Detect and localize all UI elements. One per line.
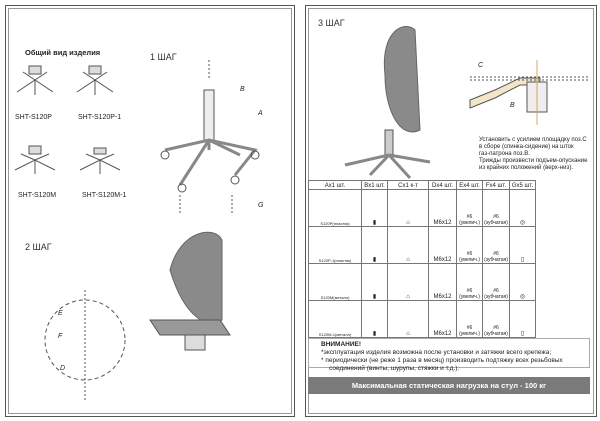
model-label: SHT-S120M [18, 192, 57, 199]
washer-cell: #6 (увелич.) [456, 189, 483, 227]
bolt-cell: M6x12 [428, 226, 457, 264]
step3-instruction: Установить с усилием площадку поз.С в сб… [479, 137, 587, 172]
washer-cell: #6 (увелич.) [456, 263, 483, 301]
instruction-line: Трижды произвести подъем-опускание [479, 158, 588, 164]
lock-washer-cell: #6 (зубчатая) [482, 263, 510, 301]
base-cell: S120M(металл) [308, 263, 362, 301]
part-label: F [58, 333, 63, 340]
col-header: Fx4 шт. [482, 180, 510, 190]
part-label: A [258, 110, 263, 117]
notice-line: соединений (винты, шурупы, стяжки и т.д.… [329, 365, 460, 372]
part-label: D [60, 365, 66, 372]
base-cell: S120P(пластик) [308, 189, 362, 227]
instruction-line: из крайних положений (верх-низ). [479, 165, 573, 171]
notice-box: ВНИМАНИЕ! *эксплуатация изделия возможна… [308, 338, 590, 372]
detail-circle [44, 299, 126, 381]
part-label: B [510, 102, 515, 109]
part-label: B [240, 86, 245, 93]
caster-cell: ◎ [509, 189, 536, 227]
base-cell: S120M-1(металл) [308, 300, 362, 338]
col-header: Gx5 шт. [509, 180, 536, 190]
notice-title: ВНИМАНИЕ! [321, 341, 362, 348]
lock-washer-cell: #6 (зубчатая) [482, 300, 510, 338]
washer-cell: #6 (увелич.) [456, 300, 483, 338]
step1-illustration [160, 60, 260, 215]
base-illustration [14, 145, 56, 174]
base-cell: S120P-1(пластик) [308, 226, 362, 264]
lock-washer-cell: #6 (зубчатая) [482, 226, 510, 264]
col-header: Ex4 шт. [456, 180, 483, 190]
mechanism-cell: ⌂ [387, 263, 429, 301]
step2-chair-illustration [149, 231, 231, 351]
overview-title: Общий вид изделия [25, 48, 101, 57]
col-header: Ax1 шт. [308, 180, 362, 190]
mechanism-cell: ⌂ [387, 226, 429, 264]
base-illustration [79, 147, 121, 174]
notice-line: * периодически (не реже 1 раза в месяц) … [321, 357, 563, 364]
step2-heading: 2 ШАГ [25, 242, 52, 252]
bolt-cell: M6x12 [428, 189, 457, 227]
instruction-line: газ-патрона поз.В. [479, 151, 530, 157]
base-illustration [76, 65, 114, 95]
mechanism-cell: ⌂ [387, 189, 429, 227]
part-label: E [58, 310, 63, 317]
col-header: Dx4 шт. [428, 180, 457, 190]
gas-lift-cell: ▮ [361, 300, 388, 338]
instruction-line: в сборе (спинка-сидение) на шток [479, 144, 574, 150]
gas-lift-detail [469, 60, 590, 125]
part-label: G [258, 202, 264, 209]
caster-cell: ◎ [509, 263, 536, 301]
model-label: SHT-S120M-1 [82, 192, 127, 199]
mechanism-cell: ⌂ [387, 300, 429, 338]
notice-line: *эксплуатация изделия возможна после уст… [321, 349, 552, 356]
instruction-line: Установить с усилием площадку поз.С [479, 137, 587, 143]
glide-cell: ▯ [509, 226, 536, 264]
left-page [5, 5, 295, 417]
base-illustration [16, 65, 54, 95]
max-load-banner: Максимальная статическая нагрузка на сту… [308, 377, 590, 394]
col-header: Cx1 к-т [387, 180, 429, 190]
step3-chair-illustration [344, 26, 431, 180]
step1-heading: 1 ШАГ [150, 52, 177, 62]
col-header: Bx1 шт. [361, 180, 388, 190]
table-row: S120P(пластик)▮⌂M6x12#6 (увелич.)#6 (зуб… [308, 189, 536, 227]
part-label: C [478, 62, 484, 69]
bolt-cell: M6x12 [428, 263, 457, 301]
gas-lift-cell: ▮ [361, 263, 388, 301]
step3-heading: 3 ШАГ [318, 18, 345, 28]
glide-cell: ▯ [509, 300, 536, 338]
model-label: SHT-S120P [15, 114, 52, 121]
parts-table: Ax1 шт. Bx1 шт. Cx1 к-т Dx4 шт. Ex4 шт. … [308, 180, 536, 338]
washer-cell: #6 (увелич.) [456, 226, 483, 264]
bolt-cell: M6x12 [428, 300, 457, 338]
gas-lift-cell: ▮ [361, 226, 388, 264]
gas-lift-cell: ▮ [361, 189, 388, 227]
table-row: S120P-1(пластик)▮⌂M6x12#6 (увелич.)#6 (з… [308, 226, 536, 264]
model-label: SHT-S120P-1 [78, 114, 122, 121]
table-row: S120M(металл)▮⌂M6x12#6 (увелич.)#6 (зубч… [308, 263, 536, 301]
lock-washer-cell: #6 (зубчатая) [482, 189, 510, 227]
table-row: S120M-1(металл)▮⌂M6x12#6 (увелич.)#6 (зу… [308, 300, 536, 338]
